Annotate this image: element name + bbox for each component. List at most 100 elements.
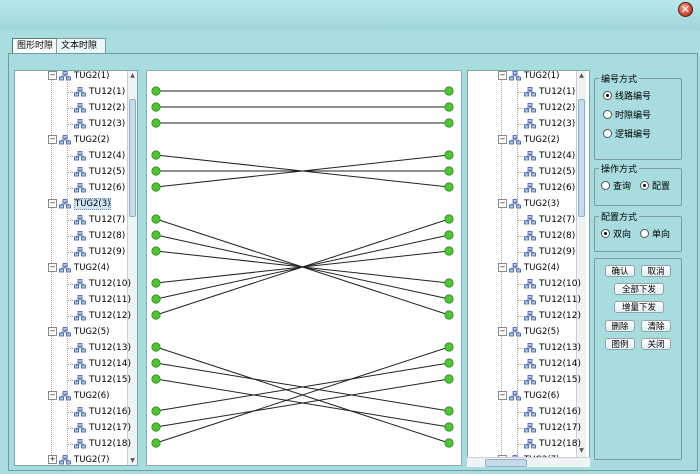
tree-leaf-node[interactable]: TU12(11) (524, 293, 581, 307)
scroll-down-icon[interactable]: ▼ (579, 447, 584, 454)
tree-group-node[interactable]: −TUG2(5) (48, 325, 109, 339)
tree-leaf-node[interactable]: TU12(10) (524, 277, 581, 291)
tree-group-node[interactable]: −TUG2(2) (498, 133, 559, 147)
tree-group-node[interactable]: −TUG2(1) (48, 71, 109, 83)
sink-port-dot[interactable] (444, 118, 454, 128)
sink-port-dot[interactable] (444, 150, 454, 160)
collapse-icon[interactable]: − (48, 263, 57, 272)
collapse-icon[interactable]: − (48, 327, 57, 336)
sink-port-dot[interactable] (444, 278, 454, 288)
tree-group-node[interactable]: −TUG2(1) (498, 71, 559, 83)
tree-leaf-node[interactable]: TU12(13) (524, 341, 581, 355)
tree-leaf-node[interactable]: TU12(2) (74, 101, 125, 115)
tree-leaf-node[interactable]: TU12(14) (74, 357, 131, 371)
collapse-icon[interactable]: − (48, 135, 57, 144)
tree-leaf-node[interactable]: TU12(18) (524, 437, 581, 451)
source-port-dot[interactable] (151, 438, 161, 448)
tree-leaf-node[interactable]: TU12(12) (74, 309, 131, 323)
sink-port-dot[interactable] (444, 246, 454, 256)
tree-leaf-node[interactable]: TU12(2) (524, 101, 575, 115)
sink-port-dot[interactable] (444, 182, 454, 192)
source-port-dot[interactable] (151, 278, 161, 288)
scroll-down-icon[interactable]: ▼ (130, 457, 135, 464)
tree-leaf-node[interactable]: TU12(9) (74, 245, 125, 259)
sink-port-dot[interactable] (444, 102, 454, 112)
tree-leaf-node[interactable]: TU12(3) (74, 117, 125, 131)
confirm-button[interactable]: 确认 (605, 265, 635, 277)
sink-port-dot[interactable] (444, 166, 454, 176)
collapse-icon[interactable]: − (48, 391, 57, 400)
tree-leaf-node[interactable]: TU12(17) (74, 421, 131, 435)
source-port-dot[interactable] (151, 374, 161, 384)
source-port-dot[interactable] (151, 342, 161, 352)
tree-group-node[interactable]: −TUG2(2) (48, 133, 109, 147)
tree-leaf-node[interactable]: TU12(1) (524, 85, 575, 99)
sink-timeslot-tree[interactable]: ▲ ▼ −TUG2(1)TU12(1)TU12(2)TU12(3)−TUG2(2… (467, 70, 590, 466)
close-panel-button[interactable]: 关闭 (641, 338, 671, 350)
tree-leaf-node[interactable]: TU12(8) (524, 229, 575, 243)
close-button[interactable]: ✕ (678, 2, 693, 17)
tree-leaf-node[interactable]: TU12(6) (524, 181, 575, 195)
right-tree-hscrollbar[interactable] (467, 457, 590, 467)
radio-unidirectional[interactable]: 单向 (640, 229, 670, 241)
tree-group-node[interactable]: −TUG2(4) (48, 261, 109, 275)
tree-leaf-node[interactable]: TU12(7) (524, 213, 575, 227)
tree-leaf-node[interactable]: TU12(18) (74, 437, 131, 451)
sink-port-dot[interactable] (444, 358, 454, 368)
sink-port-dot[interactable] (444, 422, 454, 432)
tree-group-node[interactable]: −TUG2(5) (498, 325, 559, 339)
connection-line[interactable] (155, 218, 450, 316)
source-port-dot[interactable] (151, 310, 161, 320)
source-port-dot[interactable] (151, 358, 161, 368)
sink-port-dot[interactable] (444, 342, 454, 352)
tree-leaf-node[interactable]: TU12(4) (74, 149, 125, 163)
tree-leaf-node[interactable]: TU12(12) (524, 309, 581, 323)
right-tree-scrollbar[interactable]: ▲ ▼ (576, 71, 586, 465)
sink-port-dot[interactable] (444, 214, 454, 224)
scroll-thumb[interactable] (578, 99, 585, 217)
radio-logic-number[interactable]: 逻辑编号 (603, 129, 651, 141)
scroll-up-icon[interactable]: ▲ (579, 72, 584, 79)
left-tree-scrollbar[interactable]: ▲ ▼ (127, 71, 137, 465)
send-incremental-button[interactable]: 增量下发 (614, 301, 664, 313)
sink-port-dot[interactable] (444, 294, 454, 304)
tree-group-node[interactable]: +TUG2(7) (48, 453, 109, 465)
collapse-icon[interactable]: − (498, 135, 507, 144)
cancel-button[interactable]: 取消 (641, 265, 671, 277)
cross-connect-canvas[interactable] (146, 70, 462, 466)
source-port-dot[interactable] (151, 214, 161, 224)
tree-leaf-node[interactable]: TU12(16) (524, 405, 581, 419)
radio-line-number[interactable]: 线路编号 (603, 91, 651, 103)
sink-port-dot[interactable] (444, 86, 454, 96)
tree-leaf-node[interactable]: TU12(4) (524, 149, 575, 163)
connection-line[interactable] (155, 154, 450, 188)
legend-button[interactable]: 图例 (605, 338, 635, 350)
collapse-icon[interactable]: − (498, 199, 507, 208)
scroll-up-icon[interactable]: ▲ (130, 72, 135, 79)
collapse-icon[interactable]: − (498, 263, 507, 272)
collapse-icon[interactable]: − (498, 391, 507, 400)
expand-icon[interactable]: + (48, 455, 57, 464)
send-all-button[interactable]: 全部下发 (614, 283, 664, 295)
source-timeslot-tree[interactable]: ▲ ▼ −TUG2(1)TU12(1)TU12(2)TU12(3)−TUG2(2… (14, 70, 138, 466)
source-port-dot[interactable] (151, 102, 161, 112)
tree-group-node[interactable]: −TUG2(6) (48, 389, 109, 403)
cross-connect-svg[interactable] (147, 71, 463, 467)
sink-port-dot[interactable] (444, 406, 454, 416)
source-port-dot[interactable] (151, 294, 161, 304)
tree-group-node[interactable]: −TUG2(3) (48, 197, 112, 211)
source-port-dot[interactable] (151, 166, 161, 176)
source-port-dot[interactable] (151, 230, 161, 240)
source-port-dot[interactable] (151, 182, 161, 192)
collapse-icon[interactable]: − (498, 327, 507, 336)
radio-configure[interactable]: 配置 (640, 181, 670, 193)
clear-button[interactable]: 清除 (641, 320, 671, 332)
tab-text-timeslot[interactable]: 文本时隙 (56, 38, 106, 54)
collapse-icon[interactable]: − (48, 71, 57, 80)
tree-leaf-node[interactable]: TU12(8) (74, 229, 125, 243)
radio-query[interactable]: 查询 (601, 181, 631, 193)
source-port-dot[interactable] (151, 150, 161, 160)
tree-group-node[interactable]: −TUG2(6) (498, 389, 559, 403)
sink-port-dot[interactable] (444, 230, 454, 240)
collapse-icon[interactable]: − (498, 71, 507, 80)
